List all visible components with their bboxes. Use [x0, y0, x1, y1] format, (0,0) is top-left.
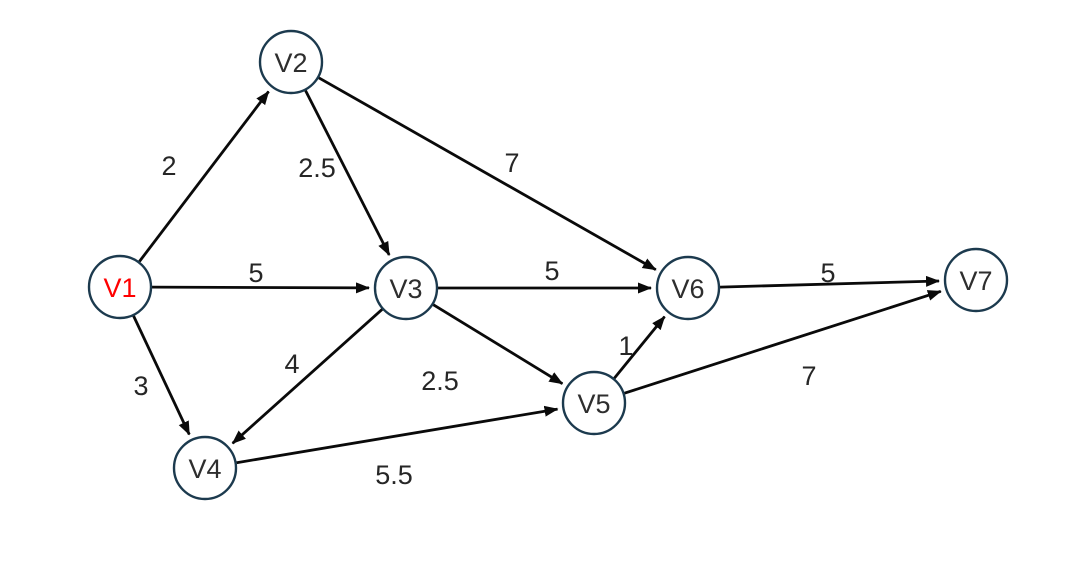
edge-weight-V5-V6: 1: [618, 331, 633, 361]
edge-V5-V6: [613, 315, 666, 380]
edge-V2-V3: [304, 89, 391, 256]
edge-weight-V2-V6: 7: [504, 148, 519, 178]
edge-weight-V3-V5: 2.5: [421, 366, 459, 396]
node-V3: V3: [373, 255, 439, 321]
node-V6: V6: [655, 255, 721, 321]
node-circle-V6: [655, 255, 721, 321]
node-label-V4: V4: [188, 454, 221, 484]
edge-weight-V2-V3: 2.5: [298, 153, 336, 183]
edge-V1-V4: [132, 315, 191, 436]
edge-weight-V3-V4: 4: [284, 349, 299, 379]
edge-V1-V3: [151, 282, 370, 294]
node-label-V1: V1: [103, 273, 136, 303]
node-circle-V7: [943, 247, 1009, 313]
edge-weight-V1-V4: 3: [133, 371, 148, 401]
node-V5: V5: [561, 370, 627, 436]
node-label-V3: V3: [389, 274, 422, 304]
edge-V3-V5: [432, 303, 564, 385]
node-label-V2: V2: [274, 48, 307, 78]
edge-V2-V6: [318, 76, 657, 271]
node-circle-V4: [172, 435, 238, 501]
node-V4: V4: [172, 435, 238, 501]
node-V1: V1: [87, 254, 153, 320]
edge-V4-V5: [236, 405, 559, 465]
node-circle-V3: [373, 255, 439, 321]
node-V7: V7: [943, 247, 1009, 313]
edge-V5-V7: [624, 289, 942, 395]
edge-weight-V1-V2: 2: [161, 151, 176, 181]
node-circle-V5: [561, 370, 627, 436]
edge-V3-V4: [231, 308, 384, 445]
edge-weight-V1-V3: 5: [248, 258, 263, 288]
edge-weight-V6-V7: 5: [820, 258, 835, 288]
edge-V1-V2: [138, 90, 270, 263]
node-V2: V2: [258, 29, 324, 95]
edges-layer: [132, 76, 942, 465]
edge-labels-layer: 2 5 3 2.5 7 5 4 2.5 5.5 1 7 5: [133, 148, 835, 490]
edge-weight-V3-V6: 5: [544, 256, 559, 286]
edge-weight-V5-V7: 7: [801, 361, 816, 391]
edge-weight-V4-V5: 5.5: [375, 460, 413, 490]
edge-V6-V7: [719, 275, 940, 289]
node-circle-V2: [258, 29, 324, 95]
node-label-V6: V6: [671, 274, 704, 304]
node-label-V5: V5: [577, 389, 610, 419]
node-label-V7: V7: [959, 266, 992, 296]
node-circle-V1: [87, 254, 153, 320]
